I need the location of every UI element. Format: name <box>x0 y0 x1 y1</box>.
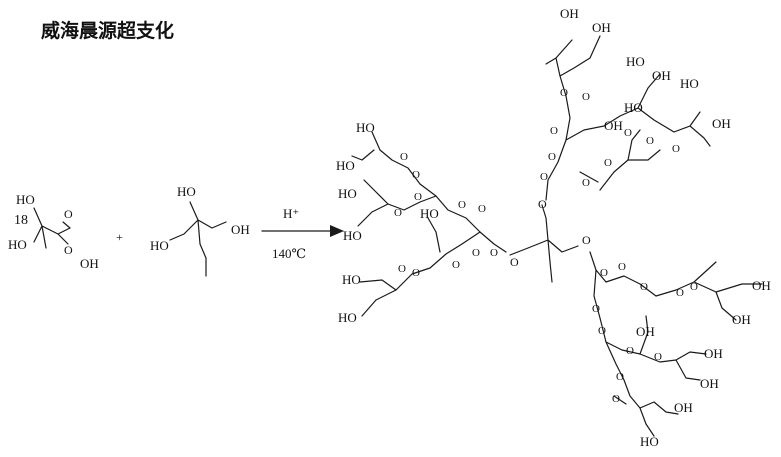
hydroxyl-label: HO <box>343 228 362 243</box>
right-dendron-bonds <box>589 251 763 321</box>
ester-oxygen-label: O <box>510 255 519 269</box>
ester-oxygen-label: O <box>616 371 624 383</box>
carbonyl-oxygen-label: O <box>654 351 662 363</box>
hydroxyl-label: HO <box>336 158 355 173</box>
hydroxyl-label: HO <box>338 310 357 325</box>
ester-oxygen-label: O <box>412 169 420 181</box>
carbonyl-oxygen-label: O <box>394 207 402 219</box>
carbonyl-oxygen-label: O <box>690 281 698 293</box>
hydroxyl-label: HO <box>624 100 643 115</box>
arrow-head <box>330 225 344 237</box>
carbonyl-oxygen-label: O <box>490 247 498 259</box>
hydroxyl-label: OH <box>700 376 719 391</box>
ester-oxygen-label: O <box>618 261 626 273</box>
hydroxyl-label: HO <box>177 184 196 199</box>
left-dendron-bonds <box>361 231 481 317</box>
right-dendron-bonds <box>593 269 707 381</box>
hydroxyl-label: OH <box>560 6 579 21</box>
hydroxyl-label: OH <box>592 20 611 35</box>
hydroxyl-label: OH <box>604 118 623 133</box>
oxygen-label: O <box>64 207 73 221</box>
ester-oxygen-label: O <box>646 135 654 147</box>
hydroxyl-label: HO <box>640 434 659 449</box>
carbonyl-oxygen-label: O <box>400 151 408 163</box>
hydroxyl-label: OH <box>752 278 771 293</box>
ester-oxygen-label: O <box>676 287 684 299</box>
hydroxyl-label: HO <box>626 54 645 69</box>
upper-dendron-bonds <box>565 73 711 147</box>
catalyst-label: H⁺ <box>283 206 299 221</box>
hydroxyl-label: HO <box>420 206 439 221</box>
carbonyl-oxygen-label: O <box>540 171 548 183</box>
hydroxyl-label: OH <box>80 256 99 271</box>
left-dendron-bonds <box>351 149 441 291</box>
hydroxyl-label: HO <box>680 76 699 91</box>
ester-oxygen-label: O <box>582 91 590 103</box>
ester-oxygen-label: O <box>550 125 558 137</box>
ester-oxygen-label: O <box>478 203 486 215</box>
carbonyl-oxygen-label: O <box>548 151 556 163</box>
plus-sign: + <box>116 230 123 244</box>
ester-oxygen-label: O <box>472 247 480 259</box>
ester-oxygen-label: O <box>592 303 600 315</box>
oxygen-label: O <box>64 243 73 257</box>
carbonyl-oxygen-label: O <box>672 143 680 155</box>
ester-oxygen-label: O <box>582 233 591 247</box>
hydroxyl-label: OH <box>636 324 655 339</box>
bond-lines <box>62 221 71 229</box>
carbonyl-oxygen-label: O <box>640 281 648 293</box>
hydroxyl-label: HO <box>150 238 169 253</box>
left-dendron-bonds <box>357 195 437 227</box>
core-bonds <box>509 204 579 283</box>
bis-mpa-molecule: 18 HO HO OH O O <box>8 192 99 271</box>
hydroxyl-label: HO <box>8 237 27 252</box>
hydroxyl-label: OH <box>732 312 751 327</box>
upper-dendron-bonds <box>545 35 601 201</box>
reaction-arrow: H⁺ 140℃ <box>261 206 344 261</box>
hydroxyl-label: HO <box>338 186 357 201</box>
carbonyl-oxygen-label: O <box>398 263 406 275</box>
carbonyl-oxygen-label: O <box>612 393 620 405</box>
ester-oxygen-label: O <box>626 345 634 357</box>
ester-oxygen-label: O <box>452 259 460 271</box>
hydroxyl-label: HO <box>342 272 361 287</box>
page-title: 威海晨源超支化 <box>41 20 175 42</box>
hydroxyl-label: OH <box>712 116 731 131</box>
hydroxyl-label: OH <box>652 68 671 83</box>
hydroxyl-label: HO <box>16 192 35 207</box>
hydroxyl-label: OH <box>231 222 250 237</box>
carbonyl-oxygen-label: O <box>560 87 568 99</box>
left-dendron-bonds <box>371 131 507 253</box>
carbonyl-oxygen-label: O <box>600 267 608 279</box>
hyperbranched-polymer: O O O O O O O O O O O O O O HO HO HO HO … <box>336 6 771 449</box>
hydroxyl-label: HO <box>356 120 375 135</box>
hydroxyl-label: OH <box>704 346 723 361</box>
ester-oxygen-label: O <box>414 191 422 203</box>
upper-dendron-bonds <box>579 129 661 191</box>
bond-lines <box>169 201 227 277</box>
ester-oxygen-label: O <box>412 267 420 279</box>
temperature-label: 140℃ <box>272 246 306 261</box>
right-dendron-bonds <box>605 341 679 437</box>
carbonyl-oxygen-label: O <box>458 199 466 211</box>
ester-oxygen-label: O <box>582 177 590 189</box>
ester-oxygen-label: O <box>604 157 612 169</box>
bond-lines <box>33 207 71 249</box>
carbonyl-oxygen-label: O <box>624 127 632 139</box>
ester-oxygen-label: O <box>538 197 547 211</box>
trimethylolpropane-molecule: HO HO OH <box>150 184 250 277</box>
hydroxyl-label: OH <box>674 400 693 415</box>
carbonyl-oxygen-label: O <box>598 325 606 337</box>
stoichiometric-coefficient: 18 <box>14 213 28 228</box>
